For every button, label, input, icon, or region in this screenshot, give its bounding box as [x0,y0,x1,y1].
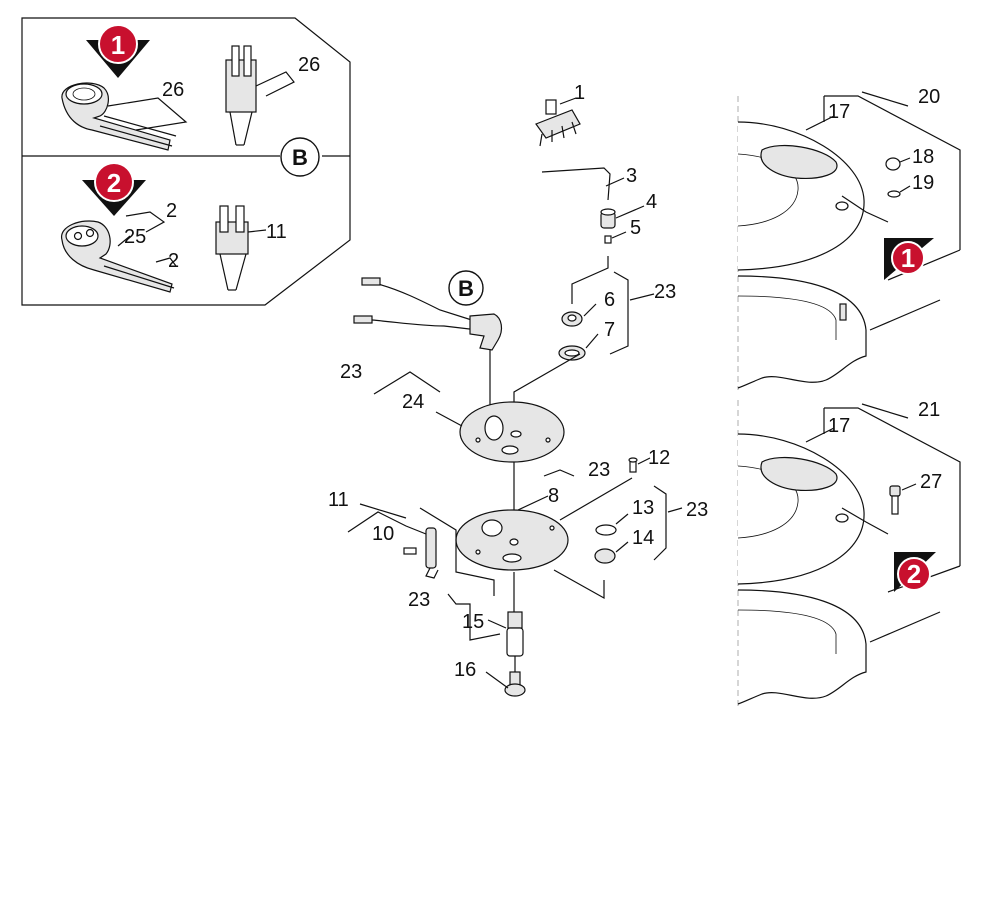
callout-14: 14 [632,527,654,549]
connector-part-variant1 [61,82,177,151]
clip-part-26 [225,45,257,146]
electrode-parts-10-11 [347,503,495,596]
callout-3: 3 [626,165,637,187]
inset-panel [21,17,351,306]
callout-27: 27 [920,471,942,493]
variant-2-arrow-badge: 2 [82,162,146,216]
callout-5: 5 [630,217,641,239]
callout-26-a: 26 [162,79,184,101]
callout-12: 12 [648,447,670,469]
callout-23-e: 23 [408,589,430,611]
callout-24: 24 [402,391,424,413]
pin-part-5 [604,231,627,244]
nut-part-4 [600,205,645,229]
callout-11-b: 11 [328,489,349,511]
callout-23-d: 23 [686,499,708,521]
callout-23-a: 23 [654,281,676,303]
detail-b-bubble: B [280,137,320,177]
inset-leaders [107,71,295,267]
badge-1-text: 1 [111,30,125,60]
callout-4: 4 [646,191,657,213]
callout-23-c: 23 [588,459,610,481]
callout-20: 20 [918,86,940,108]
callout-16: 16 [454,659,476,681]
badge-2-text: 2 [107,168,121,198]
burner-assembly-upper: 1 [737,91,961,390]
callout-2-a: 2 [166,200,177,222]
callout-26-b: 26 [298,54,320,76]
callout-15: 15 [462,611,484,633]
callout-8: 8 [548,485,559,507]
bracket-part-1 [535,97,581,147]
callout-2-b: 2 [168,250,179,272]
badge-1-text-right: 1 [901,243,915,273]
callout-1: 1 [574,82,585,104]
callout-23-b: 23 [340,361,362,383]
callout-21: 21 [918,399,940,421]
detail-b-text: B [292,145,308,170]
cable-assembly-b: B [353,270,503,420]
callout-17-a: 17 [828,101,850,123]
clip-part-11-inset [215,205,249,291]
burner-assembly-lower: 2 [737,400,961,706]
badge-2-text-right: 2 [907,559,921,589]
variant-1-arrow-badge: 1 [86,24,150,78]
connector-part-variant2 [61,220,175,293]
fitting-parts-15-16 [447,572,526,697]
callout-6: 6 [604,289,615,311]
callout-13: 13 [632,497,654,519]
callout-10: 10 [372,523,394,545]
rod-part-3 [541,167,625,201]
callout-11-a: 11 [266,221,287,243]
callout-25: 25 [124,226,146,248]
callout-18: 18 [912,146,934,168]
callout-7: 7 [604,319,615,341]
washer-parts-6-7 [558,256,655,361]
plate-part-24 [373,353,581,463]
parts-12-13-14 [553,457,683,600]
detail-b-text-main: B [458,276,474,301]
callout-19: 19 [912,172,934,194]
callout-17-b: 17 [828,415,850,437]
